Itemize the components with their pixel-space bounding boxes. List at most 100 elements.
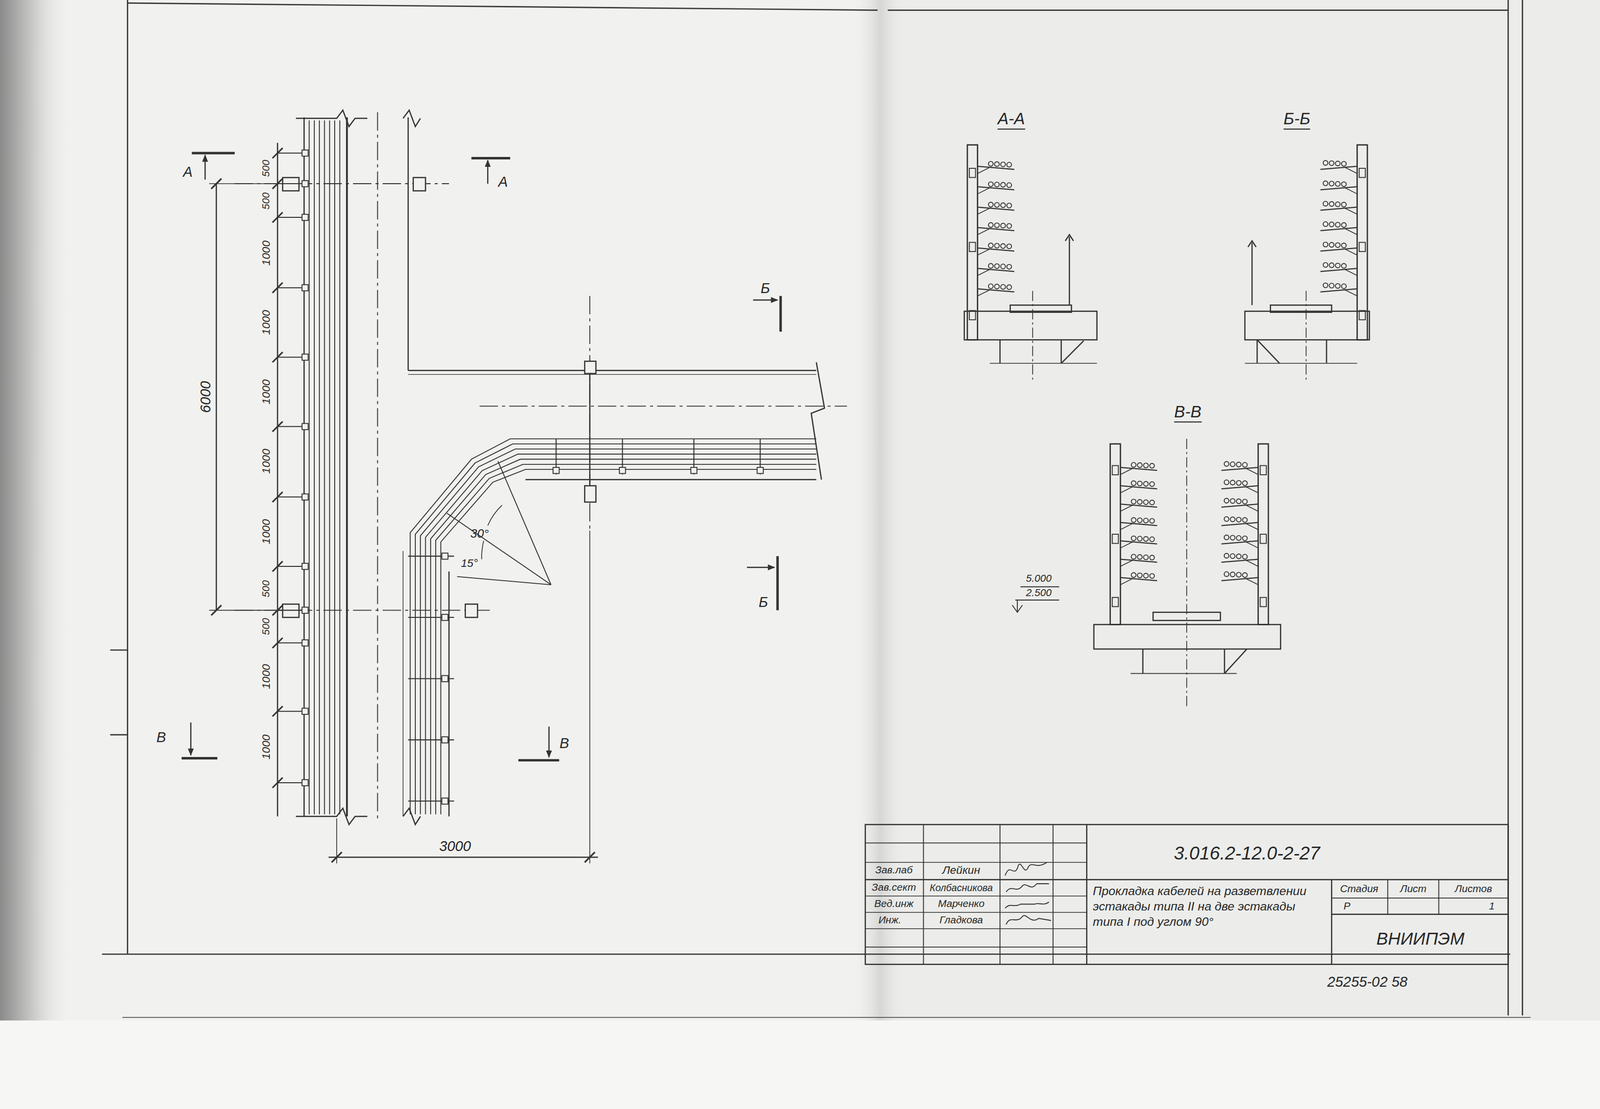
shelf-brace: [1120, 468, 1133, 475]
line-work: [1020, 586, 1059, 588]
support-bracket: [619, 438, 626, 475]
cable-section: [988, 161, 994, 166]
cable-section: [1143, 462, 1149, 468]
cable-section: [1000, 161, 1005, 167]
shelf-arm: [1320, 288, 1357, 292]
cable-section: [988, 202, 994, 207]
cable-line: [313, 120, 315, 815]
cable-section: [1230, 516, 1235, 522]
cable-section: [1230, 498, 1235, 503]
cable-post: [1257, 444, 1269, 625]
cable-section: [1006, 202, 1012, 208]
post-clamp: [1359, 310, 1366, 320]
line-work: [448, 571, 450, 817]
line-work: [865, 911, 1087, 913]
cable-line: [339, 120, 341, 815]
line-work: [584, 485, 597, 502]
dimension: 500: [261, 159, 272, 177]
cable-line: [308, 120, 310, 815]
line-work: [1004, 862, 1048, 876]
cable-section: [1149, 481, 1154, 487]
line-work: [1305, 290, 1307, 380]
cable-section: [1329, 242, 1334, 248]
cable-section: [994, 263, 1000, 269]
plan-view: [181, 110, 848, 864]
line-work: [328, 856, 599, 858]
line-work: [518, 758, 559, 762]
line-work: [346, 117, 349, 817]
line-work: [584, 361, 597, 374]
shelf-brace: [1345, 207, 1358, 214]
post-clamp: [1359, 242, 1366, 252]
cable-line: [420, 449, 817, 815]
elevation-mark: 5.000: [1026, 573, 1052, 584]
cable-section: [994, 202, 1000, 207]
support-nub: [301, 639, 308, 646]
support-nub: [756, 467, 763, 474]
line-work: [0, 1020, 1600, 1109]
cable-post: [1356, 145, 1368, 341]
cable-section: [1224, 498, 1229, 503]
line-work: [776, 555, 779, 610]
shelf-brace: [977, 289, 991, 296]
cable-section: [1143, 573, 1149, 578]
cable-section: [1137, 572, 1143, 578]
line-work: [1224, 649, 1247, 674]
cable-shelf: [1221, 535, 1258, 549]
cable-shelf: [1120, 554, 1157, 567]
cable-post: [1257, 444, 1269, 625]
dimension: 1000: [260, 309, 273, 335]
cable-shelf: [1221, 479, 1258, 493]
cable-shelf: [1320, 160, 1357, 174]
line-work: [811, 362, 825, 480]
cable-section: [1341, 181, 1347, 187]
title-block: [865, 824, 1509, 964]
cable-section: [1131, 517, 1136, 522]
cable-section: [1137, 499, 1143, 504]
support-bracket: [407, 675, 454, 682]
cable-section: [1341, 263, 1347, 268]
line-work: [1086, 824, 1088, 964]
shelf-arm: [1221, 559, 1258, 563]
line-work: [1248, 240, 1256, 247]
cable-shelf: [1221, 553, 1258, 567]
cable-section: [1137, 536, 1143, 541]
shelf-brace: [1345, 249, 1358, 255]
cable-shelf: [1221, 498, 1258, 511]
support-bracket: [552, 438, 559, 475]
line-work: [1186, 438, 1188, 706]
cable-line: [435, 464, 817, 815]
cable-section: [1335, 181, 1341, 187]
shelf-brace: [977, 228, 991, 235]
stamp-role: Инж.: [878, 915, 901, 926]
line-work: [865, 946, 1087, 948]
support-bracket: [690, 438, 697, 475]
line-work: [1032, 290, 1034, 380]
cable-shelf: [977, 161, 1015, 174]
cable-shelf: [1320, 221, 1357, 235]
line-work: [1010, 304, 1072, 312]
dimension: 1000: [260, 519, 273, 545]
shelf-arm: [1320, 227, 1357, 231]
shelf-arm: [1221, 467, 1258, 471]
cable-section: [1236, 499, 1242, 504]
section-title: Б-Б: [1283, 111, 1311, 130]
cable-shelves: [977, 160, 1358, 585]
shelf-brace: [1345, 269, 1358, 276]
shelf-brace: [1345, 228, 1358, 235]
stamp-name: Колбасникова: [929, 882, 993, 893]
line-work: [1521, 0, 1524, 1016]
cable-shelf: [1120, 499, 1157, 511]
section-mark: В: [156, 729, 166, 745]
cable-section: [1335, 222, 1341, 227]
support-nub: [301, 353, 308, 360]
line-work: [122, 1016, 1531, 1018]
cable-section: [1242, 517, 1248, 522]
cable-section: [1000, 202, 1005, 208]
section-mark: А: [183, 164, 193, 179]
cable-section: [1323, 262, 1328, 267]
line-work: [999, 824, 1001, 964]
cable-section: [1224, 535, 1229, 540]
